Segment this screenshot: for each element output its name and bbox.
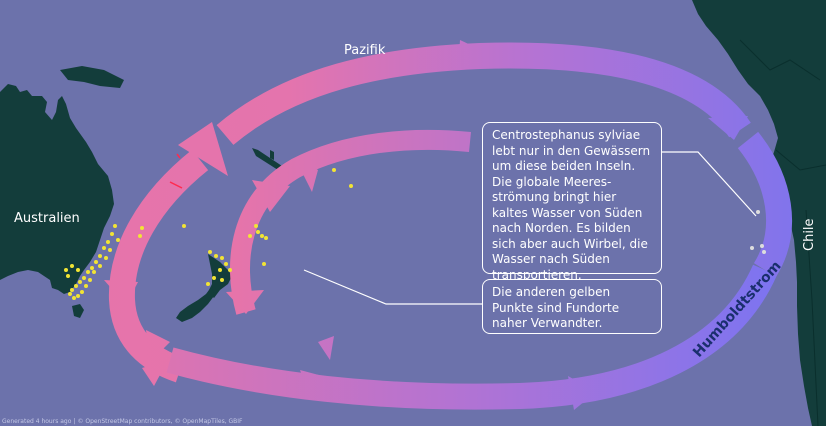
info-callout-main: Centrostephanus sylviae lebt nur in den … xyxy=(482,122,662,282)
tasmania xyxy=(72,304,84,318)
occurrence-points xyxy=(64,168,353,300)
arrowhead-southwest-2 xyxy=(142,360,168,386)
white-points xyxy=(750,210,766,254)
ocean-current-loop xyxy=(104,40,793,410)
ocean-label: Pazifik xyxy=(344,43,386,58)
south-america-landmass xyxy=(692,0,826,426)
arrowhead-south-mid xyxy=(318,336,334,360)
info-callout-secondary: Die anderen gelben Punkte sind Fundorte … xyxy=(482,279,662,334)
arrowhead-inner-down xyxy=(252,180,290,212)
red-markers xyxy=(169,153,183,189)
new-caledonia xyxy=(252,148,282,170)
arrowhead-south-east xyxy=(300,370,330,392)
vanuatu xyxy=(270,150,274,160)
country-label-chile: Chile xyxy=(802,218,817,251)
current-eddy-inner xyxy=(229,129,471,315)
arrowhead-inner-bottom xyxy=(226,290,264,314)
country-borders xyxy=(739,39,826,426)
new-zealand-north-island xyxy=(208,254,232,298)
new-zealand-south-island xyxy=(176,286,214,322)
arrowhead-west-down xyxy=(104,280,138,305)
arrowhead-inner-left xyxy=(296,160,318,192)
leader-lines xyxy=(303,151,757,305)
arrowhead-north-east xyxy=(458,40,492,70)
new-guinea xyxy=(60,66,124,88)
australia-landmass xyxy=(0,84,114,294)
attribution-credits: © OpenStreetMap contributors, © OpenMapT… xyxy=(77,418,243,425)
arrowhead-southwest xyxy=(146,330,170,362)
current-arc-south xyxy=(166,264,777,410)
leader-line-secondary xyxy=(303,269,482,305)
current-arc-east xyxy=(737,131,793,277)
continent-label-australia: Australien xyxy=(14,211,80,226)
arrowhead-east-down xyxy=(708,116,748,140)
arrowhead-north-west xyxy=(178,122,228,176)
generated-timestamp: Generated 4 hours ago xyxy=(2,418,72,425)
arrowhead-south-east-2 xyxy=(568,376,596,410)
leader-line-main xyxy=(662,151,757,217)
map-attribution: Generated 4 hours ago|© OpenStreetMap co… xyxy=(2,418,243,425)
